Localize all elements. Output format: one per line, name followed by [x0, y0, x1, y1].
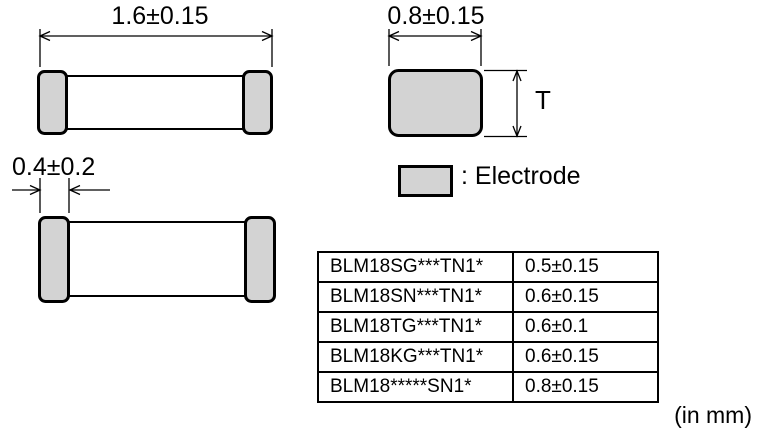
electrode-swatch-icon: [398, 165, 453, 197]
chip-body: [51, 221, 262, 297]
unit-note: (in mm): [674, 402, 752, 428]
table-row: BLM18KG***TN1* 0.6±0.15: [317, 341, 659, 373]
electrode-extension-lines: [39, 178, 70, 213]
part-number-cell: BLM18SG***TN1*: [317, 251, 514, 283]
part-number-cell: BLM18*****SN1*: [317, 371, 514, 403]
arrowhead-left-icon: [38, 30, 51, 42]
arrowhead-left-icon: [387, 30, 400, 42]
thickness-cell: 0.5±0.15: [512, 251, 659, 283]
thickness-cell: 0.6±0.15: [512, 281, 659, 313]
electrode-width-dimension-label: 0.4±0.2: [12, 153, 96, 181]
length-dimension-label: 1.6±0.15: [111, 2, 209, 30]
width-dimension-label: 0.8±0.15: [387, 2, 485, 30]
table-row: BLM18SG***TN1* 0.5±0.15: [317, 251, 659, 283]
part-number-cell: BLM18TG***TN1*: [317, 311, 514, 343]
table-row: BLM18SN***TN1* 0.6±0.15: [317, 281, 659, 313]
chip-top-view: [37, 29, 274, 135]
thickness-table: BLM18SG***TN1* 0.5±0.15 BLM18SN***TN1* 0…: [317, 251, 659, 403]
electrode-legend-label: : Electrode: [461, 162, 581, 190]
length-extension-lines: [39, 29, 273, 67]
electrode-left: [37, 70, 68, 135]
arrowhead-right-icon: [470, 30, 483, 42]
arrowhead-right-icon: [261, 30, 274, 42]
chip-end-view: [387, 29, 527, 138]
chip-end-face: [388, 69, 483, 137]
arrowhead-down-icon: [512, 125, 522, 138]
thickness-cell: 0.6±0.15: [512, 341, 659, 373]
chip-side-view: [12, 178, 276, 303]
arrowhead-up-icon: [512, 69, 522, 82]
chip-body: [48, 75, 262, 130]
arrowhead-left-icon: [68, 184, 81, 196]
thickness-symbol-label: T: [535, 85, 551, 115]
electrode-left: [38, 216, 70, 303]
width-extension-lines: [388, 29, 482, 66]
electrode-right: [244, 216, 276, 303]
part-number-cell: BLM18SN***TN1*: [317, 281, 514, 313]
part-number-cell: BLM18KG***TN1*: [317, 341, 514, 373]
electrode-right: [242, 70, 273, 135]
thickness-cell: 0.6±0.1: [512, 311, 659, 343]
table-row: BLM18*****SN1* 0.8±0.15: [317, 371, 659, 403]
thickness-cell: 0.8±0.15: [512, 371, 659, 403]
table-row: BLM18TG***TN1* 0.6±0.1: [317, 311, 659, 343]
thickness-extension-lines: [484, 69, 527, 138]
